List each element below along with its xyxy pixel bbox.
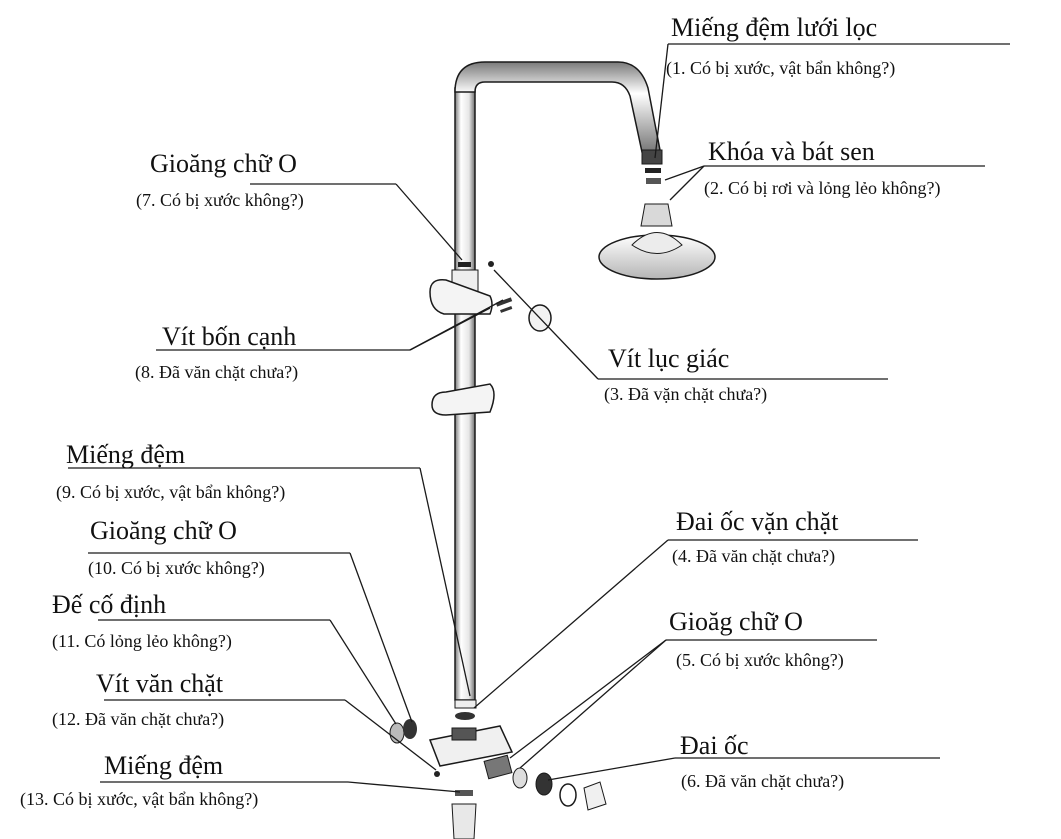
callout-1-note: (1. Có bị xước, vật bẩn không?) <box>666 58 896 78</box>
callout-3-note: (3. Đã vặn chặt chưa?) <box>604 384 768 404</box>
callout-9-title: Miếng đệm <box>66 440 186 469</box>
slider-bracket <box>431 383 495 416</box>
shower-arm <box>454 61 661 153</box>
callout-10-note: (10. Có bị xước không?) <box>88 558 265 578</box>
callout-2-title: Khóa và bát sen <box>708 137 875 166</box>
callout-9-note: (9. Có bị xước, vật bẩn không?) <box>56 482 286 502</box>
callout-6-title: Đai ốc <box>680 731 749 760</box>
callout-4-title: Đai ốc vặn chặt <box>676 507 839 536</box>
right-washer <box>559 783 577 807</box>
right-o-ring <box>512 767 528 789</box>
callout-3-title: Vít lục giác <box>608 344 730 373</box>
callout-5-note: (5. Có bị xước không?) <box>676 650 844 670</box>
callout-8-note: (8. Đã văn chặt chưa?) <box>135 362 299 382</box>
upper-o-ring <box>458 262 471 267</box>
left-ring-2 <box>403 719 417 739</box>
diverter-top <box>451 727 477 741</box>
bottom-ring <box>455 712 475 720</box>
callout-7-title: Gioăng chữ O <box>150 149 297 178</box>
callout-5-title: Gioăg chữ O <box>669 607 803 636</box>
callout-13-note: (13. Có bị xước, vật bẩn không?) <box>20 789 259 809</box>
callout-13-title: Miếng đệm <box>104 751 224 780</box>
callout-12-note: (12. Đã văn chặt chưa?) <box>52 709 225 729</box>
callout-11-title: Đế cố định <box>52 590 167 619</box>
arm-nut <box>641 149 663 165</box>
head-neck <box>640 203 673 227</box>
right-cap <box>583 781 607 811</box>
diverter-body <box>428 725 514 767</box>
callout-1-title: Miếng đệm lưới lọc <box>671 13 878 42</box>
tighten-screw <box>434 771 440 777</box>
bottom-gasket <box>454 699 477 709</box>
lock-ring <box>646 178 661 184</box>
callout-4-note: (4. Đã văn chặt chưa?) <box>672 546 836 566</box>
lower-gasket <box>455 790 473 796</box>
leader-lines <box>329 43 705 793</box>
callout-7-note: (7. Có bị xước không?) <box>136 190 304 210</box>
callout-2-note: (2. Có bị rơi và lỏng lẻo không?) <box>704 178 941 198</box>
label-underlines <box>68 43 1010 783</box>
hose-fitting <box>451 803 477 839</box>
right-fitting <box>483 754 513 780</box>
upper-bracket <box>429 279 493 315</box>
filter-gasket <box>645 168 661 173</box>
right-nut <box>535 772 553 796</box>
callout-8-title: Vít bốn cạnh <box>162 322 297 351</box>
hex-screw <box>488 261 494 267</box>
bracket-screw <box>495 297 513 307</box>
callout-10-title: Gioăng chữ O <box>90 516 237 545</box>
callout-11-note: (11. Có lỏng lẻo không?) <box>52 631 232 651</box>
bracket-screw-2 <box>500 306 513 313</box>
callout-12-title: Vít văn chặt <box>96 669 224 698</box>
callout-6-note: (6. Đã văn chặt chưa?) <box>681 771 845 791</box>
head-dome <box>631 232 683 254</box>
